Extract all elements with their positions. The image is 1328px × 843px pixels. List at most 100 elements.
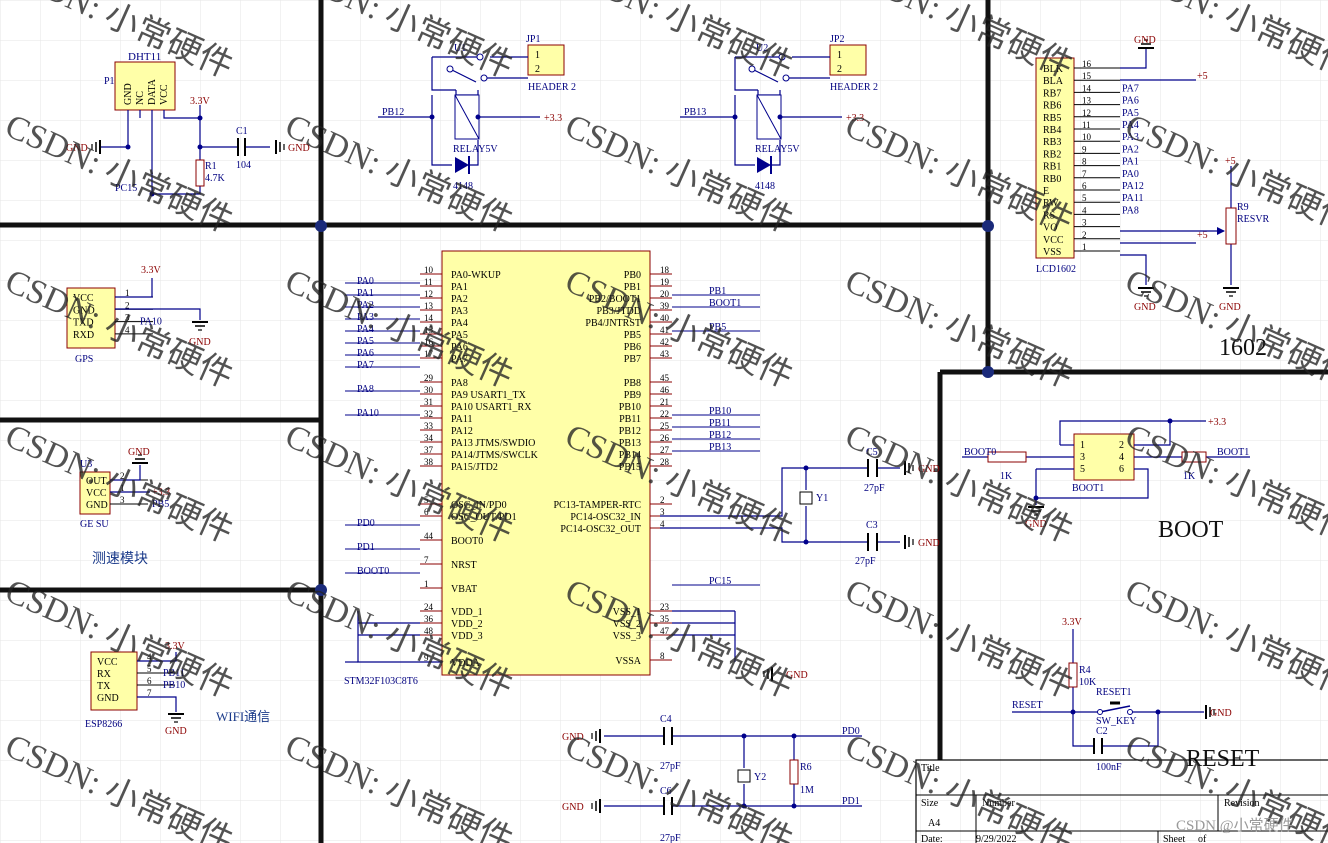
tb-title-label: Title [921, 763, 940, 774]
mcu-right-pin-num: 47 [660, 626, 670, 636]
wifi-pin-name: RX [97, 669, 112, 680]
gps-pin-name: RXD [73, 330, 94, 341]
mcu-left-pin-net: PA8 [357, 384, 374, 395]
wifi-pin-num: 6 [147, 676, 152, 686]
tb-revision-label: Revision [1224, 798, 1260, 809]
lcd-pin-num: 15 [1082, 71, 1092, 81]
dht11-designator: P1 [104, 76, 115, 87]
lcd-pin-name: BLK [1043, 64, 1064, 75]
lcd-pin-num: 8 [1082, 157, 1087, 167]
xtal32-y1: Y1 [816, 493, 828, 504]
xtal8-section: C4 27pF GND PD0 Y2 R6 1M C6 27pF GND PD1 [562, 714, 862, 843]
mcu-left-pin-net: PA6 [357, 348, 374, 359]
wifi-title: WIFI通信 [216, 709, 270, 724]
mcu-right-pin-num: 42 [660, 337, 669, 347]
mcu-left-pin-name: OSC_OUT/PD1 [451, 512, 517, 523]
lcd-pin-name: RB6 [1043, 101, 1061, 112]
tb-date-label: Date: [921, 834, 943, 843]
mcu-right-pin-num: 21 [660, 397, 669, 407]
reset-gnd: GND [1210, 708, 1232, 719]
xtal8-r6-value: 1M [800, 785, 814, 796]
boot-net-left: BOOT0 [964, 447, 996, 458]
mcu-left-pin-num: 12 [424, 289, 433, 299]
mcu-right-pin-num: 4 [660, 519, 665, 529]
mcu-right-pin-name: PB3/JTDD [597, 306, 641, 317]
mcu-left-pin-num: 5 [424, 495, 429, 505]
relay2-jp-pin1: 1 [837, 50, 842, 61]
wifi-33v: 3.3V [165, 641, 186, 652]
boot-r-left: 1K [1000, 471, 1013, 482]
gps-pin-num: 2 [125, 300, 130, 310]
mcu-left-pin-name: PA5 [451, 330, 468, 341]
lcd-title: 1602 [1219, 335, 1267, 361]
tb-size-label: Size [921, 798, 939, 809]
reset-sw: RESET1 [1096, 687, 1132, 698]
mcu-left-pin-net: PA1 [357, 288, 374, 299]
mcu-right-pin-num: 20 [660, 289, 670, 299]
lcd-pin-num: 5 [1082, 193, 1087, 203]
speed-u: U3 [80, 459, 92, 470]
mcu-left-pin-name: VDD_3 [451, 631, 483, 642]
mcu-right-pin-name: PB10 [619, 402, 641, 413]
lcd-pin-num: 13 [1082, 96, 1092, 106]
mcu-left-pin-num: 10 [424, 265, 434, 275]
wifi-gnd: GND [165, 726, 187, 737]
mcu-left-pin-name: NRST [451, 560, 477, 571]
tb-size-value: A4 [928, 818, 940, 829]
lcd-pin-num: 12 [1082, 108, 1091, 118]
mcu-right-pin-num: 28 [660, 457, 670, 467]
mcu-left-pin-num: 16 [424, 337, 434, 347]
lcd-pin-net: +5 [1197, 230, 1208, 241]
mcu-left-pin-name: BOOT0 [451, 536, 483, 547]
mcu-left-pin-num: 44 [424, 531, 434, 541]
boot-v33: +3.3 [1208, 417, 1226, 428]
lcd-pin-num: 6 [1082, 181, 1087, 191]
mcu-right-pin-num: 3 [660, 507, 665, 517]
mcu-right-pin-net: PB12 [709, 430, 731, 441]
mcu-right-pin-name: PB9 [624, 390, 641, 401]
tb-of-label: of [1198, 834, 1207, 843]
boot-pin1: 1 [1080, 440, 1085, 451]
dht11-r1-value: 4.7K [205, 173, 226, 184]
mcu-right-pin-num: 25 [660, 421, 670, 431]
mcu-left-pin-name: OSC_IN/PD0 [451, 500, 507, 511]
wifi-pin-net: PB10 [163, 680, 185, 691]
lcd-pin-num: 16 [1082, 59, 1092, 69]
gps-pin-name: GND [73, 305, 95, 316]
mcu-left-pin-name: PA3 [451, 306, 468, 317]
mcu-left-pin-name: VDD_1 [451, 607, 483, 618]
dht11-pin-data: DATA [147, 78, 158, 105]
mcu-right-pin-name: VSS_2 [613, 619, 641, 630]
mcu-right-pin-name: PB2/BOOT1 [589, 294, 641, 305]
mcu-left-pin-num: 17 [424, 349, 434, 359]
speed-pin-net: +3.3 [152, 487, 170, 498]
boot-part: BOOT1 [1072, 483, 1104, 494]
mcu-left-pin-name: PA0-WKUP [451, 270, 501, 281]
speed-pin-net: PB5 [152, 499, 169, 510]
lcd-pin-num: 2 [1082, 230, 1087, 240]
gps-pin-name: TXD [73, 318, 94, 329]
mcu-right-pin-num: 46 [660, 385, 670, 395]
reset-section: 3.3V R4 10K RESET RESET1 SW_KEY GND C2 1… [1012, 617, 1260, 773]
lcd-pin-net: PA5 [1122, 108, 1139, 119]
mcu-right-pin-net: PB13 [709, 442, 731, 453]
reset-c2: C2 [1096, 726, 1108, 737]
tb-date-value: 9/29/2022 [976, 834, 1017, 843]
speed-pin-num: 3 [120, 495, 125, 505]
lcd-pin-num: 11 [1082, 120, 1091, 130]
mcu-left-pin-num: 34 [424, 433, 434, 443]
wifi-pin-name: VCC [97, 657, 118, 668]
mcu-right-pin-net: PB5 [709, 322, 726, 333]
relay2-diode: 4148 [755, 181, 775, 192]
lcd-pin-num: 3 [1082, 218, 1087, 228]
lcd-pot: R9 [1237, 202, 1249, 213]
xtal8-c6: C6 [660, 786, 672, 797]
lcd-pin-name: BLA [1043, 76, 1064, 87]
wifi-pin-name: GND [97, 693, 119, 704]
mcu-right-pin-name: PB8 [624, 378, 641, 389]
